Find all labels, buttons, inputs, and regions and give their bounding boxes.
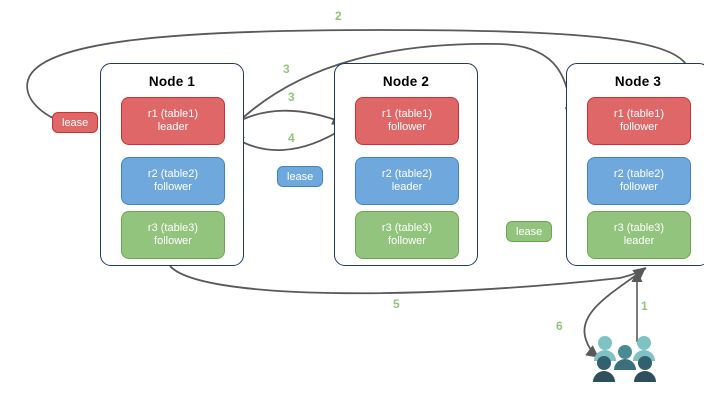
replica-name: r1 (table1) — [613, 107, 665, 120]
replica-role: leader — [623, 235, 655, 247]
replica-r3[interactable]: r3 (table3) leader — [587, 211, 691, 259]
edge-5-path — [169, 265, 646, 295]
replica-name: r2 (table2) — [613, 167, 665, 180]
edge-label-4: 4 — [288, 131, 295, 145]
replica-name: r1 (table1) — [147, 107, 199, 120]
node-title: Node 2 — [382, 74, 430, 89]
node-card-1[interactable]: Node 1 r1 (table1) leader r2 (table2) fo… — [100, 63, 244, 266]
lease-label: lease — [287, 170, 314, 183]
replica-name: r3 (table3) — [613, 221, 665, 234]
replica-r2[interactable]: r2 (table2) leader — [355, 157, 459, 205]
replica-r2[interactable]: r2 (table2) follower — [121, 157, 225, 205]
edge-label-3-arc: 3 — [288, 90, 295, 104]
node-title: Node 1 — [148, 74, 196, 89]
users-group-icon — [593, 336, 656, 382]
replica-r2[interactable]: r2 (table2) follower — [587, 157, 691, 205]
replica-name: r3 (table3) — [381, 221, 433, 234]
replica-role: follower — [388, 235, 426, 247]
replica-name: r2 (table2) — [147, 167, 199, 180]
replica-role: leader — [391, 181, 423, 193]
replica-role: follower — [154, 235, 192, 247]
replica-role: leader — [157, 121, 189, 133]
replica-r3[interactable]: r3 (table3) follower — [355, 211, 459, 259]
lease-badge-table1[interactable]: lease — [52, 112, 99, 133]
edge-label-1: 1 — [641, 299, 648, 313]
replica-role: follower — [154, 181, 192, 193]
replica-r1[interactable]: r1 (table1) follower — [355, 97, 459, 145]
lease-badge-table3[interactable]: lease — [506, 221, 553, 242]
replica-role: follower — [620, 121, 658, 133]
replica-name: r1 (table1) — [381, 107, 433, 120]
replica-r1[interactable]: r1 (table1) follower — [587, 97, 691, 145]
replica-r3[interactable]: r3 (table3) follower — [121, 211, 225, 259]
edge-label-5: 5 — [393, 297, 400, 311]
lease-label: lease — [516, 225, 543, 238]
node-title: Node 3 — [614, 74, 662, 89]
replica-r1[interactable]: r1 (table1) leader — [121, 97, 225, 145]
replica-role: follower — [620, 181, 658, 193]
node-card-2[interactable]: Node 2 r1 (table1) follower r2 (table2) … — [334, 63, 478, 266]
lease-label: lease — [62, 116, 89, 129]
edge-label-3-long: 3 — [283, 62, 290, 76]
replica-name: r2 (table2) — [381, 167, 433, 180]
lease-badge-table2[interactable]: lease — [277, 166, 324, 187]
edge-label-2: 2 — [335, 9, 342, 23]
edge-3-arc-path — [227, 109, 346, 128]
edge-label-6: 6 — [556, 319, 563, 333]
node-card-3[interactable]: Node 3 r1 (table1) follower r2 (table2) … — [566, 63, 704, 266]
replica-role: follower — [388, 121, 426, 133]
replica-name: r3 (table3) — [147, 221, 199, 234]
